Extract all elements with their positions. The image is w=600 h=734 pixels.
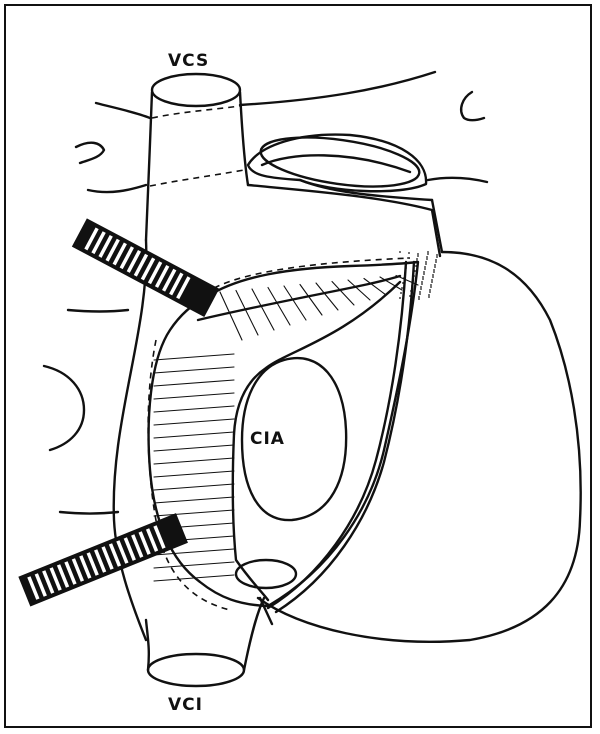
retracted-septum-fibers [154,276,418,601]
label-cia: CIA [250,429,285,449]
superior-vena-cava [146,74,248,240]
inferior-vena-cava [146,598,264,686]
label-vci: VCI [168,695,203,715]
ivc-cannula [18,513,188,606]
label-vcs: VCS [168,51,209,71]
atrial-wall [114,185,440,640]
heart-body [258,180,581,642]
pulmonary-trunk [248,129,426,195]
